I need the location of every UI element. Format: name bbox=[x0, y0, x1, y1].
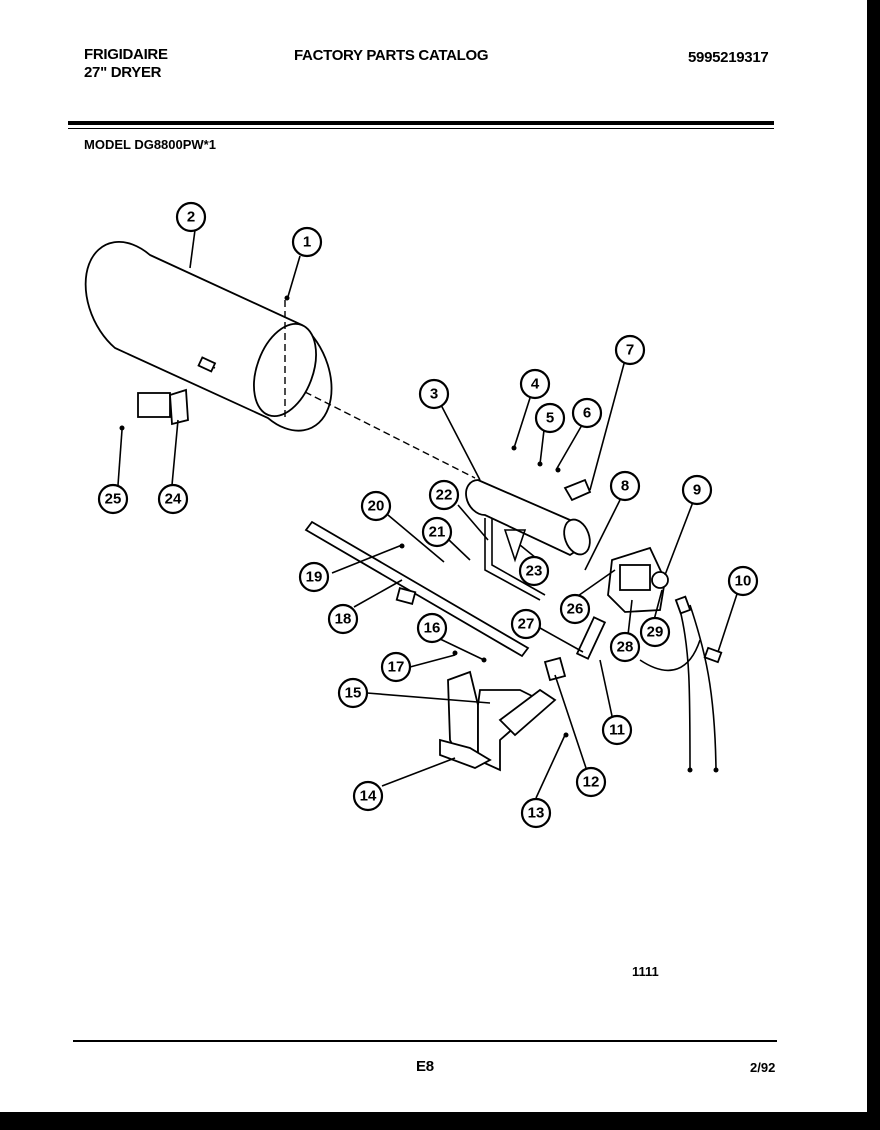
svg-text:26: 26 bbox=[567, 601, 584, 618]
callout-2: 2 bbox=[175, 201, 207, 233]
gas-valve-part bbox=[607, 546, 669, 613]
catalog-title: FACTORY PARTS CATALOG bbox=[294, 47, 489, 64]
svg-text:7: 7 bbox=[626, 342, 634, 359]
callout-17: 17 bbox=[380, 651, 412, 683]
svg-text:27: 27 bbox=[518, 616, 535, 633]
callout-9: 9 bbox=[681, 474, 713, 506]
callout-16: 16 bbox=[416, 612, 448, 644]
svg-text:6: 6 bbox=[583, 405, 591, 422]
callout-27: 27 bbox=[510, 608, 542, 640]
callout-11: 11 bbox=[601, 714, 633, 746]
wiring-harness-part bbox=[639, 595, 723, 771]
callout-29: 29 bbox=[639, 616, 671, 648]
svg-text:21: 21 bbox=[429, 524, 446, 541]
svg-text:5: 5 bbox=[546, 410, 554, 427]
drum-axis-line bbox=[304, 391, 476, 479]
callout-6: 6 bbox=[571, 397, 603, 429]
svg-text:22: 22 bbox=[436, 487, 453, 504]
callout-13: 13 bbox=[520, 797, 552, 829]
svg-text:19: 19 bbox=[306, 569, 323, 586]
callout-7: 7 bbox=[614, 334, 646, 366]
callout-22: 22 bbox=[428, 479, 460, 511]
exploded-parts-diagram: 1 2 3 4 5 6 7 8 9 10 11 12 13 14 15 16 1… bbox=[84, 201, 759, 829]
header-rule-thin bbox=[68, 128, 774, 129]
leader-lines bbox=[117, 229, 738, 799]
callout-15: 15 bbox=[337, 677, 369, 709]
model-label: MODEL DG8800PW*1 bbox=[84, 137, 216, 152]
svg-text:1: 1 bbox=[303, 234, 311, 251]
callout-19: 19 bbox=[298, 561, 330, 593]
svg-text:18: 18 bbox=[335, 611, 352, 628]
svg-text:25: 25 bbox=[105, 491, 122, 508]
callout-14: 14 bbox=[352, 780, 384, 812]
svg-text:29: 29 bbox=[647, 624, 664, 641]
svg-text:24: 24 bbox=[165, 491, 182, 508]
footer-rule bbox=[73, 1040, 777, 1042]
svg-text:17: 17 bbox=[388, 659, 405, 676]
svg-text:10: 10 bbox=[735, 573, 752, 590]
page-number: E8 bbox=[416, 1058, 434, 1075]
callout-8: 8 bbox=[609, 470, 641, 502]
sensor-bracket-part bbox=[137, 388, 189, 426]
product-name: 27" DRYER bbox=[84, 64, 162, 81]
svg-text:15: 15 bbox=[345, 685, 362, 702]
burner-assembly-part bbox=[465, 478, 592, 557]
fitting-part bbox=[543, 656, 567, 682]
svg-text:9: 9 bbox=[693, 482, 701, 499]
callout-3: 3 bbox=[418, 378, 450, 410]
burner-bracket-part bbox=[439, 670, 557, 772]
callout-1: 1 bbox=[291, 226, 323, 258]
callout-28: 28 bbox=[609, 631, 641, 663]
svg-text:16: 16 bbox=[424, 620, 441, 637]
svg-text:2: 2 bbox=[187, 209, 195, 226]
callout-12: 12 bbox=[575, 766, 607, 798]
callout-20: 20 bbox=[360, 490, 392, 522]
callout-18: 18 bbox=[327, 603, 359, 635]
svg-text:20: 20 bbox=[368, 498, 385, 515]
drum-part bbox=[84, 241, 333, 432]
header-rule-thick bbox=[68, 121, 774, 125]
brand-name: FRIGIDAIRE bbox=[84, 46, 168, 63]
svg-text:12: 12 bbox=[583, 774, 600, 791]
svg-text:4: 4 bbox=[531, 376, 540, 393]
orifice-part bbox=[575, 616, 607, 660]
svg-text:13: 13 bbox=[528, 805, 545, 822]
svg-text:11: 11 bbox=[609, 722, 625, 739]
callout-25: 25 bbox=[97, 483, 129, 515]
diagram-code: 1111 bbox=[632, 964, 659, 979]
svg-text:8: 8 bbox=[621, 478, 629, 495]
fastener-dots bbox=[119, 295, 719, 773]
revision-date: 2/92 bbox=[750, 1060, 776, 1075]
svg-text:14: 14 bbox=[360, 788, 377, 805]
callout-4: 4 bbox=[519, 368, 551, 400]
catalog-page: FRIGIDAIRE 27" DRYER FACTORY PARTS CATAL… bbox=[0, 0, 867, 1112]
callout-21: 21 bbox=[421, 516, 453, 548]
svg-text:28: 28 bbox=[617, 639, 634, 656]
callout-26: 26 bbox=[559, 593, 591, 625]
callout-24: 24 bbox=[157, 483, 189, 515]
callout-5: 5 bbox=[534, 402, 566, 434]
manifold-tube-part bbox=[304, 520, 530, 658]
svg-text:23: 23 bbox=[526, 563, 543, 580]
callout-23: 23 bbox=[518, 555, 550, 587]
svg-text:3: 3 bbox=[430, 386, 438, 403]
callout-10: 10 bbox=[727, 565, 759, 597]
catalog-number: 5995219317 bbox=[688, 49, 769, 66]
